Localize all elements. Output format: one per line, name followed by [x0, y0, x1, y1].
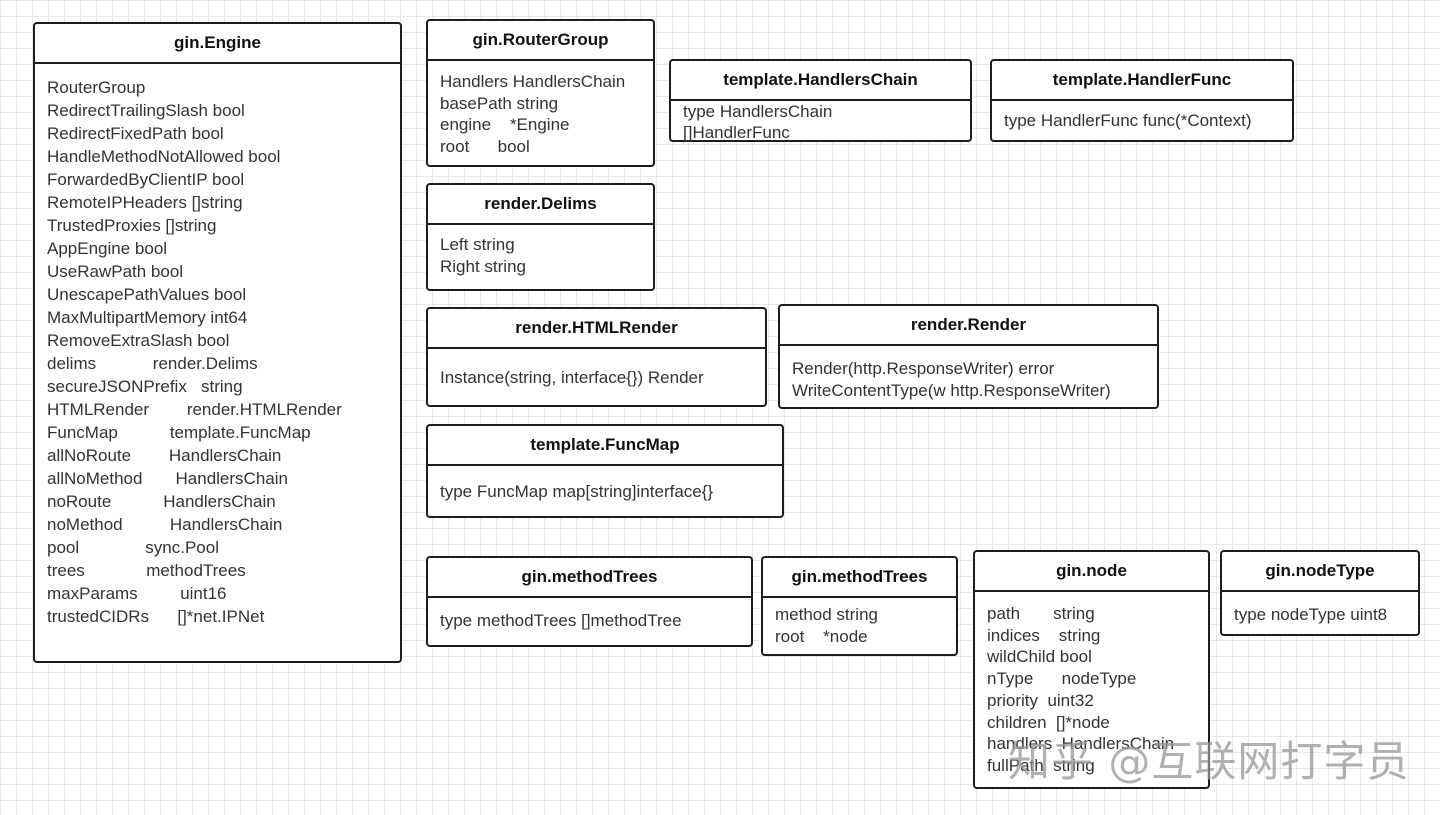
box-gin-nodetype: gin.nodeType type nodeType uint8 — [1220, 550, 1420, 636]
field-row: type nodeType uint8 — [1234, 605, 1388, 624]
box-title: render.Delims — [428, 185, 653, 225]
field-row: fullPath string — [987, 755, 1095, 775]
field-row: RedirectFixedPath bool — [47, 124, 224, 143]
field-row: root bool — [440, 136, 530, 156]
field-row: UnescapePathValues bool — [47, 285, 247, 304]
field-row: type FuncMap map[string]interface{} — [440, 482, 714, 501]
box-title: gin.methodTrees — [428, 558, 751, 598]
box-body: type HandlersChain []HandlerFunc — [671, 101, 970, 143]
box-title: gin.nodeType — [1222, 552, 1418, 592]
box-title: template.FuncMap — [428, 426, 782, 466]
box-template-handlerschain: template.HandlersChain type HandlersChai… — [669, 59, 972, 142]
field-row: maxParams uint16 — [47, 584, 227, 603]
field-row: TrustedProxies []string — [47, 216, 217, 235]
box-render-render: render.Render Render(http.ResponseWriter… — [778, 304, 1159, 409]
box-template-handlerfunc: template.HandlerFunc type HandlerFunc fu… — [990, 59, 1294, 142]
field-row: allNoRoute HandlersChain — [47, 446, 282, 465]
field-row: children []*node — [987, 712, 1110, 732]
field-row: []HandlerFunc — [683, 123, 790, 142]
field-row: noMethod HandlersChain — [47, 515, 283, 534]
field-row: Render(http.ResponseWriter) error — [792, 359, 1055, 378]
watermark: 知乎 @互联网打字员 — [1008, 737, 1410, 786]
box-body: Handlers HandlersChain basePath string e… — [428, 61, 653, 157]
field-row: handlers HandlersChain — [987, 734, 1175, 754]
field-row: MaxMultipartMemory int64 — [47, 308, 248, 327]
field-row: Left string — [440, 235, 515, 254]
box-title: template.HandlerFunc — [992, 61, 1292, 101]
box-body: Render(http.ResponseWriter) error WriteC… — [780, 346, 1157, 402]
box-title: render.Render — [780, 306, 1157, 346]
field-row: basePath string — [440, 93, 559, 113]
field-row: indices string — [987, 625, 1101, 645]
box-title: gin.Engine — [35, 24, 400, 64]
field-row: RouterGroup — [47, 78, 146, 97]
field-row: secureJSONPrefix string — [47, 377, 243, 396]
field-row: noRoute HandlersChain — [47, 492, 276, 511]
field-row: type HandlerFunc func(*Context) — [1004, 111, 1252, 130]
field-row: root *node — [775, 627, 868, 646]
field-row: nType nodeType — [987, 669, 1137, 689]
field-row: path string — [987, 604, 1095, 623]
field-row: delims render.Delims — [47, 354, 258, 373]
box-gin-methodtrees-type: gin.methodTrees type methodTrees []metho… — [426, 556, 753, 647]
box-body: RouterGroup RedirectTrailingSlash bool R… — [35, 64, 400, 628]
box-title: gin.RouterGroup — [428, 21, 653, 61]
field-row: AppEngine bool — [47, 239, 168, 258]
field-row: FuncMap template.FuncMap — [47, 423, 311, 442]
field-row: Right string — [440, 257, 526, 276]
field-row: pool sync.Pool — [47, 538, 219, 557]
field-row: allNoMethod HandlersChain — [47, 469, 288, 488]
field-row: method string — [775, 605, 878, 624]
box-title: render.HTMLRender — [428, 309, 765, 349]
box-gin-engine: gin.Engine RouterGroup RedirectTrailingS… — [33, 22, 402, 663]
field-row: RemoteIPHeaders []string — [47, 193, 243, 212]
field-row: ForwardedByClientIP bool — [47, 170, 245, 189]
field-row: engine *Engine — [440, 115, 570, 134]
box-render-delims: render.Delims Left string Right string — [426, 183, 655, 291]
box-gin-routergroup: gin.RouterGroup Handlers HandlersChain b… — [426, 19, 655, 167]
field-row: trustedCIDRs []*net.IPNet — [47, 607, 265, 626]
box-gin-node: gin.node path string indices string wild… — [973, 550, 1210, 789]
box-body: path string indices string wildChild boo… — [975, 592, 1208, 777]
box-template-funcmap: template.FuncMap type FuncMap map[string… — [426, 424, 784, 518]
box-body: type HandlerFunc func(*Context) — [992, 101, 1292, 133]
field-row: trees methodTrees — [47, 561, 246, 580]
field-row: Handlers HandlersChain — [440, 72, 626, 91]
field-row: HTMLRender render.HTMLRender — [47, 400, 342, 419]
box-body: Left string Right string — [428, 225, 653, 278]
field-row: RemoveExtraSlash bool — [47, 331, 230, 350]
box-title: gin.node — [975, 552, 1208, 592]
box-gin-methodtrees-struct: gin.methodTrees method string root *node — [761, 556, 958, 656]
box-body: method string root *node — [763, 598, 956, 648]
box-body: Instance(string, interface{}) Render — [428, 349, 765, 390]
field-row: Instance(string, interface{}) Render — [440, 368, 704, 387]
box-render-htmlrender: render.HTMLRender Instance(string, inter… — [426, 307, 767, 407]
box-title: template.HandlersChain — [671, 61, 970, 101]
box-title: gin.methodTrees — [763, 558, 956, 598]
field-row: RedirectTrailingSlash bool — [47, 101, 245, 120]
box-body: type methodTrees []methodTree — [428, 598, 751, 633]
field-row: priority uint32 — [987, 690, 1094, 710]
field-row: WriteContentType(w http.ResponseWriter) — [792, 381, 1111, 400]
field-row: type HandlersChain — [683, 102, 833, 121]
field-row: type methodTrees []methodTree — [440, 611, 682, 630]
field-row: UseRawPath bool — [47, 262, 184, 281]
box-body: type nodeType uint8 — [1222, 592, 1418, 627]
box-body: type FuncMap map[string]interface{} — [428, 466, 782, 504]
field-row: wildChild bool — [987, 647, 1092, 667]
field-row: HandleMethodNotAllowed bool — [47, 147, 281, 166]
